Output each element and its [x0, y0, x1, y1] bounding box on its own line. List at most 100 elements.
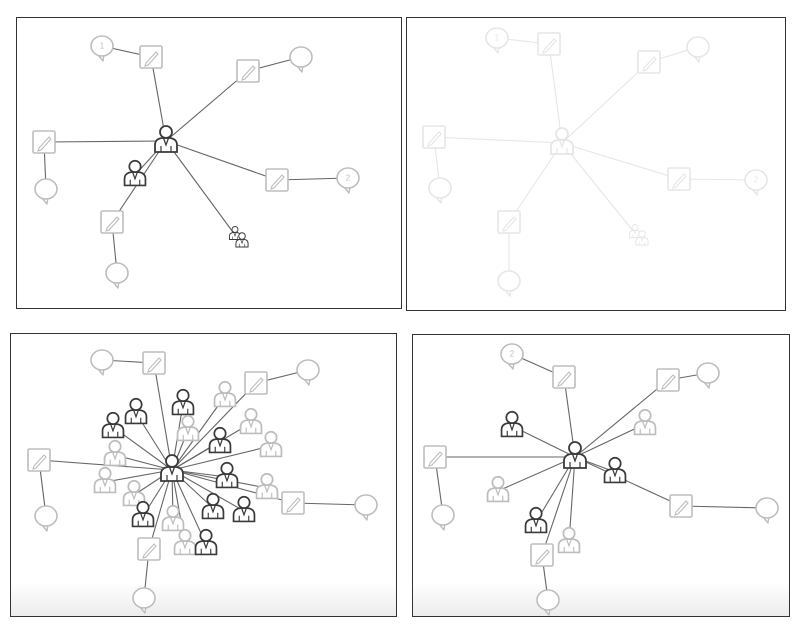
edit-document-icon	[423, 445, 447, 469]
edge	[508, 142, 563, 223]
user-icon	[171, 388, 195, 416]
edit-document-icon	[497, 210, 521, 234]
edge	[43, 140, 167, 143]
user-icon	[635, 230, 649, 246]
edit-document-icon	[142, 351, 166, 375]
comment-count-label: 1	[100, 42, 105, 51]
user-icon	[557, 526, 581, 554]
user-icon	[232, 495, 256, 523]
comment-bubble-icon	[686, 36, 710, 63]
edge	[171, 469, 245, 512]
comment-bubble-icon	[296, 359, 320, 386]
user-icon	[154, 125, 178, 153]
edge	[433, 136, 563, 144]
user-icon	[101, 411, 125, 439]
edge	[678, 178, 757, 181]
user-icon	[93, 466, 117, 494]
edge-layer	[434, 353, 768, 601]
edit-document-icon	[422, 125, 446, 149]
user-icon	[131, 500, 155, 528]
user-group-icon	[629, 224, 649, 246]
network-panel-3	[10, 333, 397, 617]
edit-document-icon	[265, 168, 289, 192]
user-icon	[259, 430, 283, 458]
user-icon	[161, 504, 185, 532]
edit-document-icon	[530, 543, 554, 567]
network-graph-3	[27, 349, 378, 614]
edge	[165, 140, 239, 240]
comment-bubble-icon	[90, 349, 114, 376]
edit-document-icon	[32, 130, 56, 154]
edit-document-icon	[637, 50, 661, 74]
user-icon	[500, 410, 524, 438]
edge	[171, 445, 272, 471]
edge	[574, 456, 682, 507]
user-icon	[239, 407, 263, 435]
edge	[148, 469, 173, 550]
comment-bubble-icon	[132, 587, 156, 614]
user-icon	[524, 506, 548, 534]
user-icon	[176, 414, 200, 442]
comment-bubble-icon	[428, 177, 452, 204]
edit-document-icon	[552, 365, 576, 389]
user-icon	[229, 226, 241, 240]
edit-document-icon	[656, 368, 680, 392]
edit-document-icon	[244, 371, 268, 395]
edge	[497, 456, 576, 492]
edge	[171, 382, 257, 471]
edit-document-icon	[137, 537, 161, 561]
node-layer: 12	[32, 35, 360, 289]
edge	[165, 140, 278, 181]
comment-bubble-icon	[431, 504, 455, 531]
comment-bubble-icon: 2	[336, 167, 360, 194]
comment-count-label: 2	[346, 174, 351, 183]
user-icon	[201, 492, 225, 520]
user-icon	[215, 461, 239, 489]
comment-bubble-icon: 2	[500, 343, 524, 370]
edge	[561, 142, 639, 238]
comment-bubble-icon	[34, 178, 58, 205]
comment-bubble-icon	[536, 589, 560, 616]
user-icon	[173, 528, 197, 556]
user-icon	[633, 408, 657, 436]
user-group-icon	[229, 226, 249, 248]
user-icon	[160, 454, 184, 482]
edge	[548, 43, 563, 144]
comment-bubble-icon: 2	[744, 169, 768, 196]
edge	[171, 469, 207, 545]
edge	[153, 362, 173, 471]
comment-count-label: 2	[754, 176, 759, 185]
edit-document-icon	[27, 448, 51, 472]
user-icon	[123, 159, 147, 187]
comment-count-label: 1	[495, 34, 500, 43]
comment-count-label: 2	[510, 350, 515, 359]
user-icon	[255, 472, 279, 500]
comment-bubble-icon	[105, 262, 129, 289]
network-graph-1: 12	[32, 35, 360, 289]
user-icon	[208, 426, 232, 454]
edge-layer	[43, 45, 349, 274]
user-icon	[103, 439, 127, 467]
user-icon	[563, 441, 587, 469]
edge	[165, 70, 249, 142]
comment-bubble-icon	[755, 497, 779, 524]
edge	[574, 423, 646, 458]
edge	[561, 142, 680, 180]
comment-bubble-icon	[289, 46, 313, 73]
comment-bubble-icon	[696, 362, 720, 389]
edit-document-icon	[537, 32, 561, 56]
edit-document-icon	[100, 210, 124, 234]
edit-document-icon	[139, 45, 163, 69]
user-icon	[486, 475, 510, 503]
edge	[680, 505, 768, 509]
comment-bubble-icon: 1	[90, 35, 114, 62]
network-graph-4: 2	[423, 343, 779, 616]
edit-document-icon	[667, 167, 691, 191]
network-graph-2: 12	[422, 27, 768, 297]
user-icon	[235, 232, 249, 248]
user-icon	[550, 127, 574, 155]
edge	[276, 177, 349, 181]
edge	[561, 61, 650, 144]
